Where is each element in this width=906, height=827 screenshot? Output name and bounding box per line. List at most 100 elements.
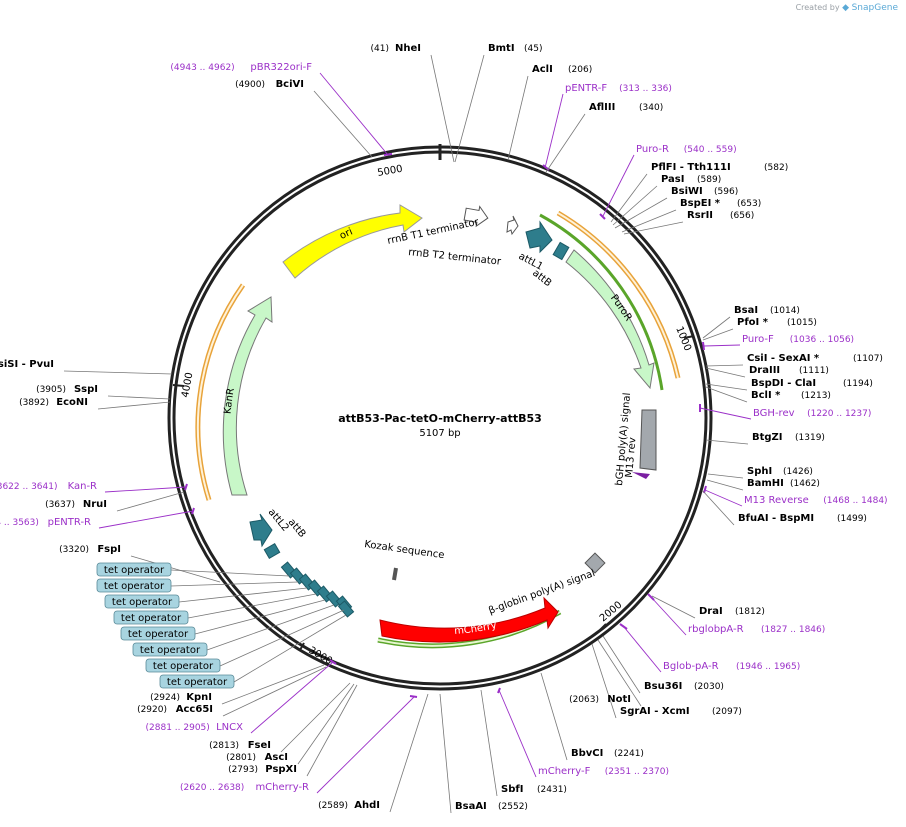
- primer-leader-line: [319, 72, 389, 156]
- primer-range: (1468 .. 1484): [823, 496, 887, 506]
- enzyme-name: NotI: [607, 694, 631, 705]
- puror-arrow: [565, 249, 655, 390]
- primer-mark: [703, 485, 707, 494]
- enzyme-leader-line: [612, 185, 658, 226]
- enzyme-name: BsaAI: [455, 801, 487, 812]
- enzyme-position: (2431): [537, 785, 567, 795]
- leader-lines: [63, 54, 752, 814]
- enzyme-name: SphI: [747, 466, 772, 477]
- primer-mark: [702, 341, 705, 351]
- enzyme-label: BfuAI - BspMI(1499): [738, 513, 867, 524]
- primer-name: Puro-F: [742, 334, 774, 345]
- enzyme-position: (1462): [790, 479, 820, 489]
- attb-top-label: attB: [530, 268, 553, 290]
- tet-operator-label: tet operator: [113, 610, 189, 625]
- enzyme-label: BmtI(45): [488, 43, 542, 54]
- enzyme-name: CsiI - SexAI *: [747, 353, 820, 364]
- enzyme-position: (2924): [150, 693, 180, 703]
- enzyme-position: (2793): [228, 765, 258, 775]
- mcherry-arrow: [379, 596, 559, 643]
- enzyme-name: BsaI: [734, 305, 758, 316]
- enzyme-position: (656): [730, 211, 754, 221]
- enzyme-leader-line: [507, 75, 529, 161]
- enzyme-position: (2241): [614, 749, 644, 759]
- enzyme-label: FseI(2813): [209, 740, 271, 751]
- enzyme-position: (1194): [843, 379, 873, 389]
- tet-operator-label: tet operator: [96, 562, 172, 577]
- enzyme-label: SbfI(2431): [501, 784, 567, 795]
- enzyme-name: BspDI - ClaI: [751, 378, 816, 389]
- enzyme-leader-line: [130, 555, 221, 583]
- enzyme-leader-line: [63, 370, 173, 375]
- tet-label-box: [159, 674, 235, 689]
- tet-operator-label: tet operator: [145, 658, 221, 673]
- enzyme-leader-line: [702, 316, 731, 339]
- enzyme-label: AflIII(340): [589, 102, 663, 113]
- tet-leader-line: [187, 593, 317, 619]
- enzyme-label: AscI (2801): [226, 752, 288, 763]
- enzyme-name: AsiSI - PvuI: [0, 359, 54, 370]
- enzyme-name: SspI: [74, 384, 98, 395]
- enzyme-label: BbvCI(2241): [571, 748, 644, 759]
- enzyme-leader-line: [610, 173, 648, 223]
- enzyme-name: BamHI: [747, 478, 784, 489]
- enzyme-position: (2813): [209, 741, 239, 751]
- tet-leader-line: [206, 604, 335, 651]
- tick-5000: 5000: [377, 164, 404, 179]
- kozak-label: Kozak sequence: [364, 539, 445, 561]
- bglobin-polya-box: [584, 552, 606, 574]
- enzyme-position: (45): [524, 44, 542, 54]
- enzyme-name: SgrAI - XcmI: [620, 706, 690, 717]
- enzyme-name: NheI: [395, 43, 421, 54]
- primer-labels: pENTR-F(313 .. 336)Puro-R(540 .. 559)Pur…: [0, 62, 888, 793]
- enzyme-label: NruI(3637): [45, 499, 107, 510]
- primer-leader-line: [623, 626, 662, 673]
- enzyme-position: (582): [764, 163, 788, 173]
- primer-name: BGH-rev: [753, 408, 795, 419]
- tet-label-text: tet operator: [128, 629, 189, 640]
- enzyme-leader-line: [701, 489, 735, 526]
- primer-label: Puro-R(540 .. 559): [636, 144, 737, 155]
- tick-4000: 4000: [180, 372, 195, 399]
- enzyme-leader-line: [614, 197, 668, 229]
- enzyme-leader-line: [116, 491, 185, 512]
- primer-range: (1036 .. 1056): [790, 335, 854, 345]
- enzyme-labels: NheI(41)BmtI(45)AclI(206)AflIII(340)PflF…: [0, 43, 883, 812]
- enzyme-label: DraIII(1111): [749, 365, 829, 376]
- enzyme-position: (2801): [226, 753, 256, 763]
- enzyme-label: SgrAI - XcmI(2097): [620, 706, 742, 717]
- enzyme-leader-line: [707, 473, 744, 479]
- snapgene-credit: Created by ◆ SnapGene: [796, 3, 898, 13]
- enzyme-label: BciVI(4900): [235, 79, 304, 90]
- kozak-mark: [392, 567, 398, 581]
- enzyme-leader-line: [221, 664, 325, 705]
- enzyme-leader-line: [454, 54, 485, 163]
- tick-mark-4000: [172, 384, 185, 387]
- enzyme-position: (1426): [783, 467, 813, 477]
- enzyme-label: PfoI *(1015): [737, 317, 817, 328]
- tet-operator-label: tet operator: [96, 578, 172, 593]
- primer-range: (3544 .. 3563): [0, 518, 39, 528]
- enzyme-leader-line: [297, 683, 355, 765]
- primer-name: pENTR-R: [48, 517, 91, 528]
- enzyme-leader-line: [591, 643, 617, 719]
- enzyme-label: PasI(589): [661, 174, 721, 185]
- tet-label-box: [120, 626, 196, 641]
- enzyme-label: BclI *(1213): [751, 390, 831, 401]
- puror-outline-inner: [557, 212, 679, 379]
- primer-name: mCherry-F: [538, 766, 591, 777]
- plasmid-size: 5107 bp: [419, 428, 460, 439]
- enzyme-leader-line: [280, 682, 351, 753]
- enzyme-leader-line: [107, 395, 171, 400]
- enzyme-name: AscI: [265, 752, 288, 763]
- attl1-arrow: [525, 220, 553, 254]
- enzyme-name: BciVI: [276, 79, 304, 90]
- enzyme-leader-line: [597, 639, 642, 707]
- enzyme-position: (1015): [787, 318, 817, 328]
- tick-mark-3000: [299, 642, 305, 651]
- enzyme-leader-line: [706, 479, 744, 491]
- attb-top-box: [552, 241, 570, 261]
- enzyme-position: (2030): [694, 682, 724, 692]
- enzyme-name: PasI: [661, 174, 684, 185]
- tet-label-box: [113, 610, 189, 625]
